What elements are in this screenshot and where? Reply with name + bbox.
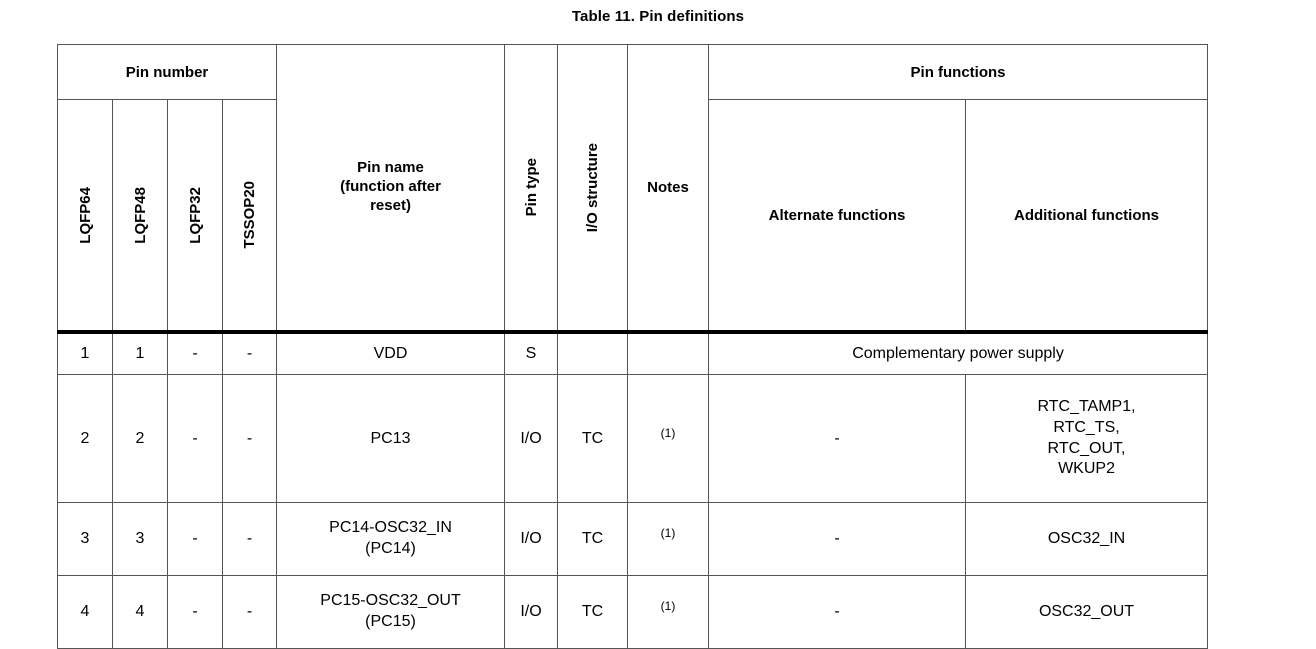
cell-lqfp32: - [167, 331, 223, 375]
header-tssop20-label: TSSOP20 [241, 181, 258, 249]
header-lqfp32: LQFP32 [167, 99, 223, 334]
pin-name-line: PC15-OSC32_OUT [320, 592, 461, 610]
cell-io-structure: TC [557, 502, 629, 576]
cell-pin-type: I/O [504, 374, 559, 503]
cell-lqfp32: - [167, 502, 223, 576]
header-io-structure-label: I/O structure [584, 142, 602, 233]
header-group-row: Pin number Pin name (function after rese… [56, 44, 1209, 334]
header-tssop20: TSSOP20 [221, 99, 278, 334]
cell-lqfp64: 1 [57, 331, 113, 375]
cell-notes-sup: (1) [660, 599, 676, 614]
cell-lqfp48: 4 [112, 575, 168, 649]
additional-line: RTC_TAMP1, [1037, 397, 1136, 415]
header-group-pin-number: Pin number [56, 44, 278, 100]
table-caption: Table 11. Pin definitions [571, 8, 745, 25]
header-lqfp48: LQFP48 [112, 99, 168, 334]
cell-notes: (1) [627, 374, 710, 503]
cell-additional-functions: OSC32_IN [965, 502, 1209, 576]
cell-tssop20: - [221, 502, 278, 576]
header-pin-type-label: Pin type [522, 158, 540, 217]
cell-notes-sup: (1) [660, 526, 676, 541]
cell-lqfp64: 2 [57, 374, 113, 503]
header-lqfp64: LQFP64 [57, 99, 113, 334]
cell-additional-functions: RTC_TAMP1, RTC_TS, RTC_OUT, WKUP2 [965, 374, 1209, 503]
header-sub-row: LQFP64 LQFP48 LQFP32 TSSOP20 Alternate f… [57, 99, 1209, 334]
header-notes: Notes [627, 44, 710, 334]
cell-pin-name: PC14-OSC32_IN (PC14) [276, 502, 506, 576]
header-lqfp48-label: LQFP48 [131, 186, 149, 244]
additional-line: WKUP2 [1058, 460, 1115, 478]
header-lqfp64-label: LQFP64 [76, 186, 94, 244]
cell-lqfp48: 1 [112, 331, 168, 375]
header-lqfp32-label: LQFP32 [186, 186, 204, 244]
table-header: Pin number Pin name (function after rese… [56, 44, 1209, 334]
cell-io-structure [557, 331, 629, 375]
cell-merged-functions: Complementary power supply [708, 331, 1209, 375]
header-pin-name-line-1: Pin name [357, 159, 424, 177]
cell-tssop20: - [221, 374, 278, 503]
cell-tssop20: - [221, 575, 278, 649]
cell-alternate-functions: - [708, 502, 967, 576]
header-group-pin-functions: Pin functions [708, 44, 1209, 100]
pin-definitions-table: Pin number Pin name (function after rese… [56, 44, 1209, 649]
cell-additional-functions: OSC32_OUT [965, 575, 1209, 649]
cell-pin-type: I/O [504, 502, 559, 576]
table-body: 1 1 - - VDD S Complementary power supply… [57, 331, 1209, 649]
header-pin-type: Pin type [504, 44, 559, 334]
header-io-structure: I/O structure [557, 44, 629, 334]
cell-io-structure: TC [557, 374, 629, 503]
cell-lqfp32: - [167, 374, 223, 503]
header-additional-functions: Additional functions [965, 99, 1209, 334]
cell-lqfp48: 3 [112, 502, 168, 576]
cell-io-structure: TC [557, 575, 629, 649]
pin-name-line: (PC15) [365, 613, 416, 630]
header-pin-name: Pin name (function after reset) [276, 44, 506, 334]
cell-pin-name: VDD [276, 331, 506, 375]
header-alternate-functions: Alternate functions [708, 99, 967, 334]
cell-pin-type: I/O [504, 575, 559, 649]
pin-name-line: (PC14) [365, 540, 416, 557]
pin-name-line: PC14-OSC32_IN [329, 519, 452, 537]
cell-lqfp32: - [167, 575, 223, 649]
cell-pin-name: PC13 [276, 374, 506, 503]
cell-pin-name: PC15-OSC32_OUT (PC15) [276, 575, 506, 649]
cell-pin-type: S [504, 331, 559, 375]
header-pin-name-line-2: (function after [340, 178, 441, 196]
table-row: 2 2 - - PC13 I/O TC (1) - RTC_TAMP1, RTC… [57, 374, 1209, 503]
table-row: 4 4 - - PC15-OSC32_OUT (PC15) I/O TC (1)… [57, 575, 1209, 649]
additional-line: RTC_OUT, [1047, 439, 1126, 457]
cell-alternate-functions: - [708, 374, 967, 503]
table-row: 1 1 - - VDD S Complementary power supply [57, 331, 1209, 375]
additional-line: RTC_TS, [1053, 418, 1120, 436]
cell-notes [627, 331, 710, 375]
cell-alternate-functions: - [708, 575, 967, 649]
cell-lqfp48: 2 [112, 374, 168, 503]
cell-tssop20: - [221, 331, 278, 375]
cell-notes: (1) [627, 575, 710, 649]
cell-lqfp64: 3 [57, 502, 113, 576]
header-pin-name-line-3: reset) [370, 196, 411, 214]
cell-lqfp64: 4 [57, 575, 113, 649]
cell-notes-sup: (1) [660, 425, 676, 440]
table-row: 3 3 - - PC14-OSC32_IN (PC14) I/O TC (1) … [57, 502, 1209, 576]
cell-notes: (1) [627, 502, 710, 576]
